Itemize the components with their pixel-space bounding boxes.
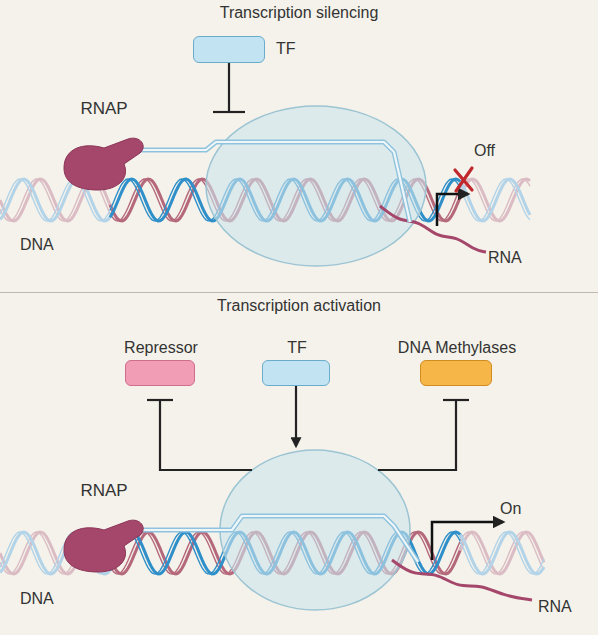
panel-divider: [0, 292, 598, 293]
panel-band: Transcription silencingTF RNAP: [0, 0, 598, 292]
part-label: RNA: [488, 249, 522, 267]
dna-strand: [460, 532, 544, 574]
dna-strand: [460, 179, 530, 221]
polymerase-outline: [58, 516, 150, 574]
dna-strand: [460, 179, 530, 221]
cross-stroke: [456, 168, 472, 191]
promoter-arrow: [437, 194, 468, 226]
promoter-arrow: [432, 522, 503, 560]
inhibition-bar: [443, 399, 469, 401]
factor-label: RNAP: [18, 482, 190, 500]
inhibition-stem: [228, 63, 230, 112]
guide-line: [140, 142, 410, 222]
panel-title: Transcription silencing: [0, 4, 598, 22]
factor-label: TF: [276, 40, 296, 58]
inhibition-bar: [213, 111, 245, 113]
dna-strand: [460, 179, 530, 221]
dna-strand: [460, 532, 544, 574]
inhibition-line: [147, 63, 469, 470]
factor-label: Repressor: [86, 339, 236, 357]
polymerase-outline: [58, 134, 150, 192]
rna-strand: [392, 560, 532, 600]
activation-arrow: [295, 386, 297, 446]
off-cross: [455, 168, 472, 191]
factor-box: Repressor: [125, 360, 195, 386]
dna-strand: [460, 532, 544, 574]
factor-box: TF: [262, 360, 330, 386]
factor-label: TF: [223, 339, 371, 357]
inhibition-stem: [378, 400, 456, 470]
factor-box: TF: [193, 36, 265, 63]
factor-label: DNA Methylases: [381, 339, 533, 357]
guide-line: [140, 142, 410, 222]
dna-strand: [460, 179, 530, 221]
rna-strand: [380, 206, 486, 252]
factor-label: RNAP: [18, 100, 190, 118]
part-label: Off: [474, 142, 495, 160]
part-label: DNA: [20, 236, 54, 254]
polymerase-shape: [64, 520, 143, 572]
factor-box: DNA Methylases: [420, 360, 492, 386]
complex-oval: [220, 450, 410, 610]
part-label: DNA: [20, 590, 54, 608]
part-label: RNA: [538, 598, 572, 616]
guide-line: [140, 516, 418, 562]
guide-line: [140, 516, 418, 562]
polymerase-shape: [64, 138, 143, 190]
complex-oval: [206, 106, 426, 266]
panel-band: Transcription activationRepressorTFDNA M…: [0, 293, 598, 635]
polymerase-shape: RNAP: [58, 516, 150, 574]
inhibition-bar: [147, 399, 173, 401]
polymerase-shape: RNAP: [58, 134, 150, 192]
inhibition-stem: [160, 400, 252, 470]
part-label: On: [500, 500, 521, 518]
panel-title: Transcription activation: [0, 297, 598, 315]
dna-strand: [460, 532, 544, 574]
